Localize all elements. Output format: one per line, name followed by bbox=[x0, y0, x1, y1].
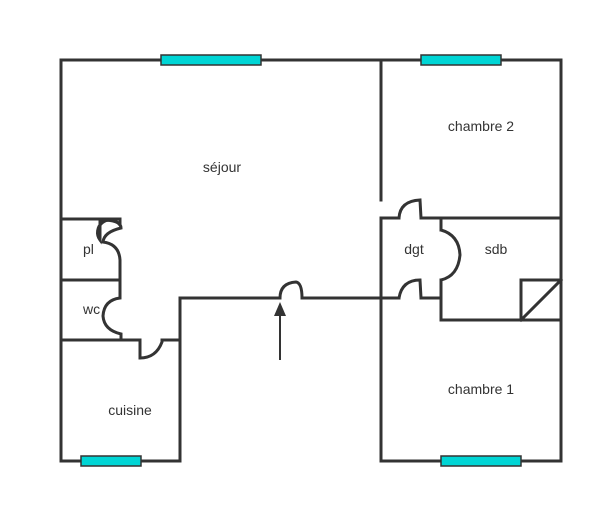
doors bbox=[96, 198, 462, 360]
room-label-dgt: dgt bbox=[404, 241, 424, 257]
room-label-sdb: sdb bbox=[485, 241, 508, 257]
room-label-wc: wc bbox=[82, 301, 100, 317]
bath-fixture bbox=[518, 277, 564, 323]
window-sejour bbox=[160, 54, 262, 66]
door-chambre2-arc bbox=[397, 198, 423, 219]
entrance-door-arc bbox=[278, 280, 304, 299]
door-dgt-arc bbox=[397, 278, 423, 299]
door-cuisine-arc bbox=[138, 340, 164, 360]
room-label-pl: pl bbox=[83, 241, 94, 257]
room-label-cuisine: cuisine bbox=[108, 402, 152, 418]
door-sdb-arc bbox=[440, 228, 462, 282]
room-label-chambre2: chambre 2 bbox=[448, 118, 514, 134]
door-wc-arc bbox=[101, 280, 123, 340]
room-label-sejour: séjour bbox=[203, 159, 241, 175]
entrance-arrow-icon bbox=[274, 302, 286, 360]
window-cuisine bbox=[80, 455, 142, 467]
window-chambre1 bbox=[440, 455, 522, 467]
room-label-chambre1: chambre 1 bbox=[448, 381, 514, 397]
window-chambre2 bbox=[420, 54, 502, 66]
door-pl-arc bbox=[100, 218, 123, 280]
windows bbox=[80, 54, 522, 467]
